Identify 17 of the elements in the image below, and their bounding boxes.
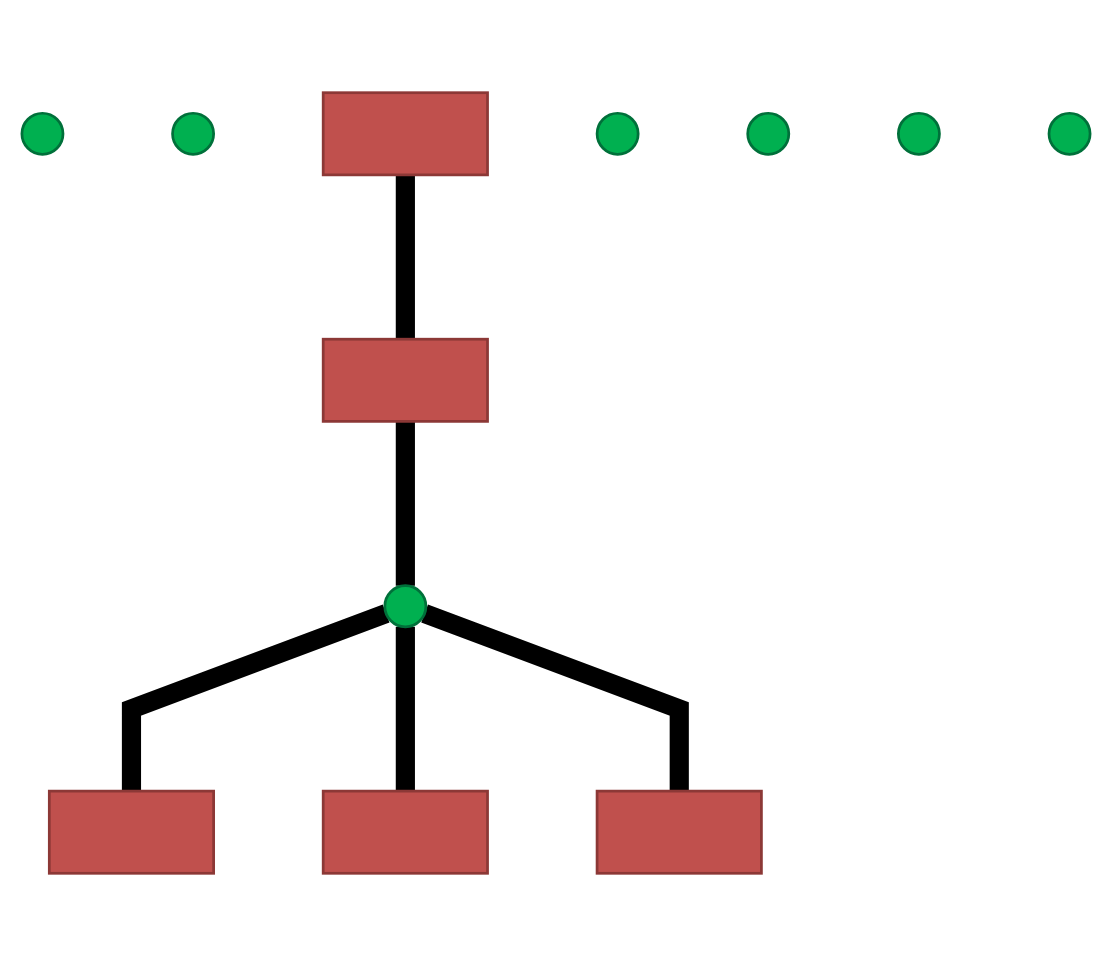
connector: [421, 604, 689, 792]
connector: [395, 421, 415, 586]
connector: [395, 174, 415, 340]
node-box: [321, 337, 489, 423]
node-box: [321, 789, 489, 875]
node-box: [321, 91, 489, 177]
node-box: [595, 789, 763, 875]
node-circle: [1047, 111, 1092, 156]
node-circle: [171, 111, 215, 156]
node-circle: [383, 584, 428, 629]
node-circle: [20, 111, 65, 156]
node-circle: [595, 111, 640, 156]
connector: [395, 626, 415, 792]
node-circle: [746, 111, 791, 156]
node-circle: [897, 111, 941, 156]
connector: [121, 604, 390, 792]
node-box: [47, 789, 215, 875]
